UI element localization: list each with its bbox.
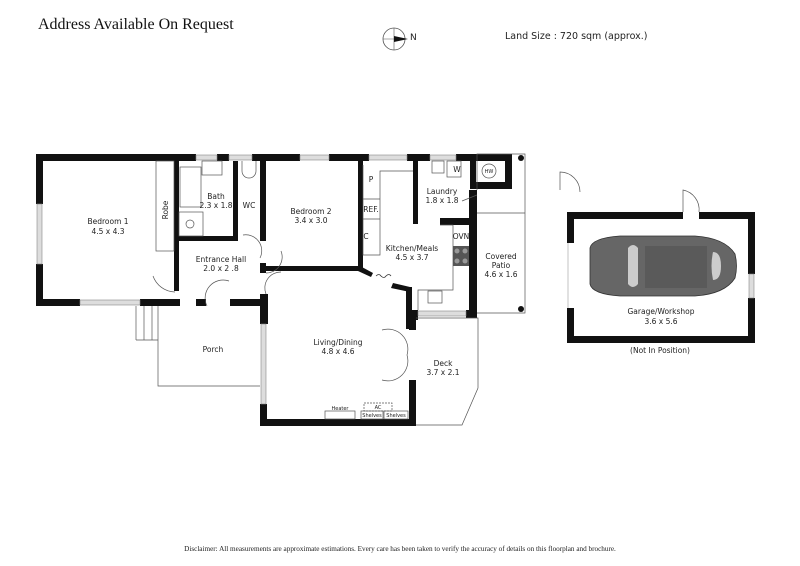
shelves-label-2: Shelves: [386, 413, 406, 419]
bedroom2-label: Bedroom 2: [290, 207, 331, 216]
bedroom1-label: Bedroom 1: [87, 217, 128, 226]
heater-label: Heater: [332, 406, 350, 412]
washer-label: W: [453, 165, 461, 174]
porch-label: Porch: [203, 345, 224, 354]
address-title: Address Available On Request: [38, 16, 234, 33]
garage-label: Garage/Workshop: [628, 307, 695, 316]
room-labels: Bedroom 1 4.5 x 4.3 Robe Bath 2.3 x 1.8 …: [87, 187, 694, 377]
ac-label: AC: [375, 405, 382, 411]
cooktop-icon: [453, 246, 469, 266]
living-size: 4.8 x 4.6: [321, 347, 354, 356]
laundry-label: Laundry: [427, 187, 458, 196]
patio-label: Covered: [485, 252, 516, 261]
compass-icon: [382, 27, 408, 51]
car-icon: [589, 235, 737, 297]
deck-label: Deck: [434, 359, 454, 368]
bedroom1-size: 4.5 x 4.3: [91, 227, 124, 236]
disclaimer: Disclaimer: All measurements are approxi…: [184, 545, 616, 553]
laundry-size: 1.8 x 1.8: [425, 196, 458, 205]
hot-water-label: HW: [485, 169, 494, 175]
compass-north-label: N: [410, 33, 417, 43]
entrance-hall-label: Entrance Hall: [196, 255, 246, 264]
robe-label: Robe: [161, 200, 170, 219]
fridge-label: REF.: [363, 205, 378, 214]
post: [518, 155, 524, 161]
windows: [36, 154, 467, 405]
oven-label: OVN: [453, 232, 470, 241]
bedroom2-size: 3.4 x 3.0: [294, 216, 327, 225]
shelves-label-1: Shelves: [362, 413, 382, 419]
post: [518, 306, 524, 312]
entrance-hall-size: 2.0 x 2 .8: [203, 264, 239, 273]
deck-size: 3.7 x 2.1: [426, 368, 459, 377]
wc-label: WC: [243, 201, 256, 210]
kitchen-label: Kitchen/Meals: [386, 244, 438, 253]
kitchen-size: 4.5 x 3.7: [395, 253, 428, 262]
garage-note: (Not In Position): [630, 346, 690, 355]
patio-size: 4.6 x 1.6: [484, 270, 517, 279]
garage-size: 3.6 x 5.6: [644, 317, 677, 326]
outlines: [135, 153, 700, 426]
patio-label-2: Patio: [492, 261, 511, 270]
walls: [36, 154, 512, 426]
living-label: Living/Dining: [313, 338, 362, 347]
pantry-label: P: [369, 175, 374, 184]
bath-label: Bath: [207, 192, 225, 201]
cupboard-label: C: [363, 232, 368, 241]
bath-size: 2.3 x 1.8: [199, 201, 232, 210]
garage-walls: [567, 212, 755, 343]
fixture-labels: P REF. C OVN W HW Heater AC Shelves Shel…: [332, 165, 494, 419]
land-size: Land Size : 720 sqm (approx.): [505, 31, 648, 42]
